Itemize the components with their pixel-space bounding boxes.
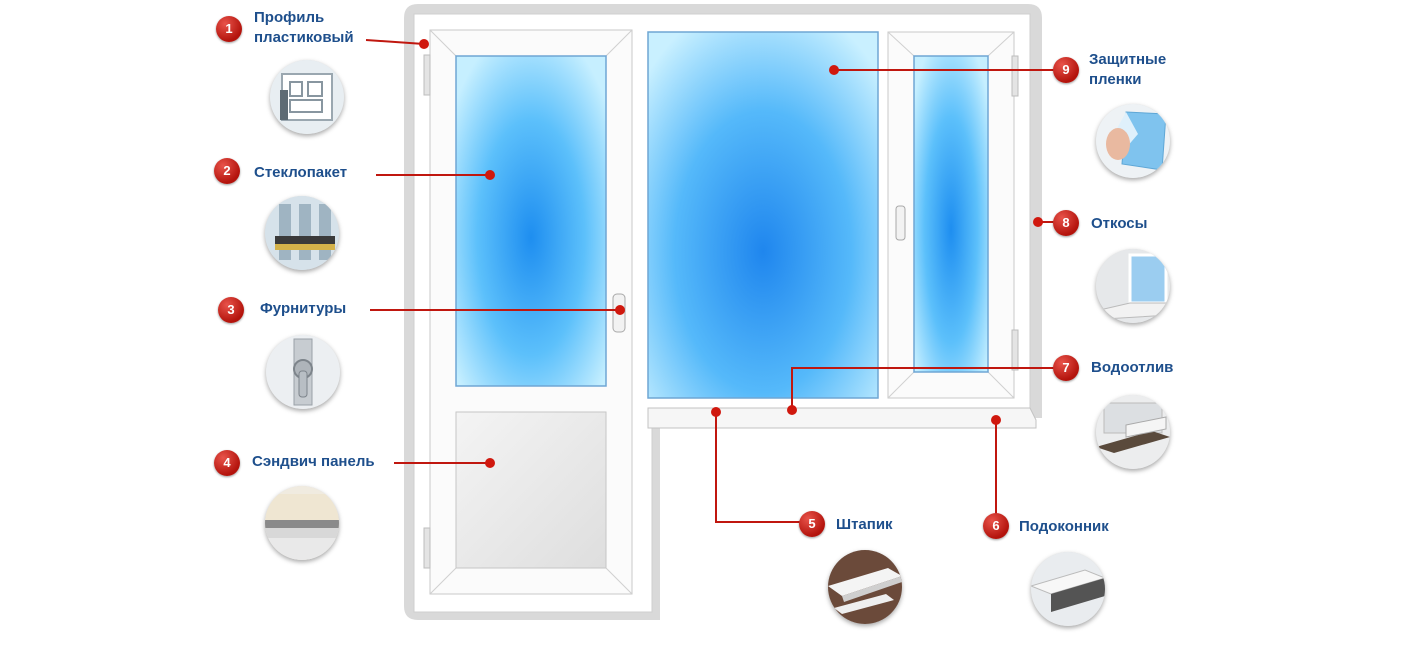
callout-badge-6: 6 — [983, 513, 1009, 539]
leader-line-7 — [791, 367, 1066, 410]
protective-film-icon — [1096, 104, 1170, 178]
door-sandwich-panel — [455, 411, 607, 569]
anchor-dot-8 — [1033, 217, 1043, 227]
callout-badge-4: 4 — [214, 450, 240, 476]
callout-badge-5: 5 — [799, 511, 825, 537]
callout-label-6: Подоконник — [1019, 518, 1109, 535]
callout-label-9: Защитные пленки — [1089, 50, 1166, 90]
callout-label-5: Штапик — [836, 516, 893, 533]
window-sill-icon — [1031, 552, 1105, 626]
leader-line-1 — [365, 39, 425, 45]
balcony-door — [423, 29, 633, 595]
anchor-dot-9 — [829, 65, 839, 75]
door-hinge-top — [423, 54, 431, 96]
callout-label-1: Профиль пластиковый — [254, 8, 354, 48]
callout-label-1-line-1: Профиль — [254, 9, 325, 26]
callout-label-8: Откосы — [1091, 215, 1148, 232]
glazing-bead-icon — [828, 550, 902, 624]
callout-label-4: Сэндвич панель — [252, 453, 375, 470]
anchor-dot-4 — [485, 458, 495, 468]
window-fittings-icon — [266, 335, 340, 409]
door-glass — [455, 55, 607, 387]
anchor-dot-3 — [615, 305, 625, 315]
window-sill — [647, 407, 1037, 429]
callout-badge-8: 8 — [1053, 210, 1079, 236]
callout-badge-9: 9 — [1053, 57, 1079, 83]
right-window-glass — [913, 55, 989, 373]
anchor-dot-2 — [485, 170, 495, 180]
callout-label-2: Стеклопакет — [254, 164, 348, 181]
glass-unit-section-icon — [265, 196, 339, 270]
window-hinge-top — [1011, 55, 1019, 97]
door-hinge-bottom — [423, 527, 431, 569]
callout-label-1-line-2: пластиковый — [254, 29, 354, 46]
callout-label-9-line-1: Защитные — [1089, 51, 1167, 68]
anchor-dot-6 — [991, 415, 1001, 425]
callout-badge-7: 7 — [1053, 355, 1079, 381]
callout-badge-2: 2 — [214, 158, 240, 184]
anchor-dot-5 — [711, 407, 721, 417]
callout-badge-1: 1 — [216, 16, 242, 42]
right-window-sash — [887, 31, 1019, 399]
callout-badge-3: 3 — [218, 297, 244, 323]
callout-label-9-line-2: пленки — [1089, 71, 1142, 88]
callout-label-7: Водоотлив — [1091, 359, 1174, 376]
anchor-dots — [419, 39, 1043, 468]
window-handle — [895, 205, 906, 241]
anchor-dot-7 — [787, 405, 797, 415]
pvc-profile-section-icon — [270, 60, 344, 134]
drip-cap-icon — [1096, 395, 1170, 469]
anchor-dot-1 — [419, 39, 429, 49]
fixed-window-glass — [647, 31, 879, 399]
sandwich-panel-icon — [265, 486, 339, 560]
callout-label-3: Фурнитуры — [260, 300, 347, 317]
leader-line-5 — [715, 412, 812, 523]
window-slopes-icon — [1096, 249, 1170, 323]
window-hinge-bottom — [1011, 329, 1019, 371]
